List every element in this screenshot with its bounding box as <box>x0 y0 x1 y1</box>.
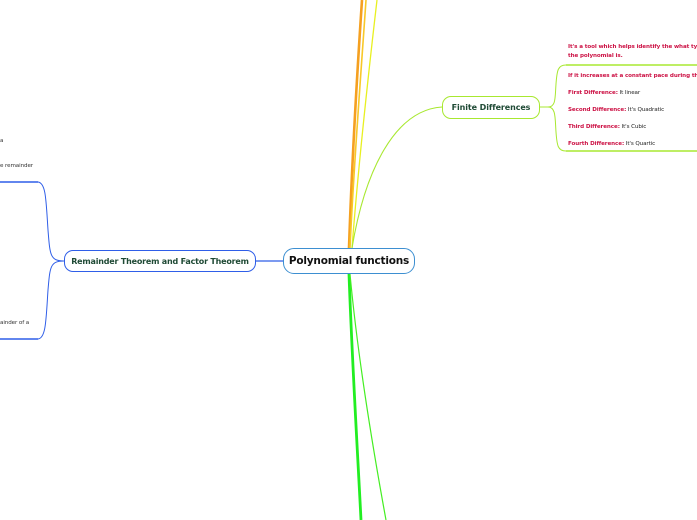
finite-leaf-constant-pace[interactable]: If it increases at a constant pace durin… <box>568 73 697 79</box>
finite-leaf-definition-line1[interactable]: It's a tool which helps identify the wha… <box>568 44 697 50</box>
fourth-difference-value: It's Quartic <box>624 141 656 147</box>
second-difference-key: Second Difference: <box>568 107 627 113</box>
finite-differences-node[interactable]: Finite Differences <box>442 96 540 119</box>
central-topic-node[interactable]: Polynomial functions <box>283 248 415 274</box>
third-difference-key: Third Difference: <box>568 124 620 130</box>
finite-leaf-second-difference[interactable]: Second Difference: It's Quadratic <box>568 106 664 114</box>
second-difference-value: It's Quadratic <box>626 107 665 113</box>
finite-leaf-first-difference[interactable]: First Difference: It linear <box>568 89 640 97</box>
third-difference-value: It's Cubic <box>619 124 647 130</box>
central-topic-label: Polynomial functions <box>288 255 410 267</box>
remainder-leaf-1[interactable]: a <box>0 138 4 144</box>
finite-leaf-third-difference[interactable]: Third Difference: It's Cubic <box>568 123 646 131</box>
fourth-difference-key: Fourth Difference: <box>568 141 625 147</box>
remainder-theorem-node[interactable]: Remainder Theorem and Factor Theorem <box>64 250 256 272</box>
remainder-leaf-2[interactable]: e remainder <box>0 163 34 169</box>
finite-differences-label: Finite Differences <box>451 103 531 112</box>
remainder-leaf-3[interactable]: ainder of a <box>0 320 30 326</box>
first-difference-key: First Difference: <box>568 90 618 96</box>
first-difference-value: It linear <box>617 90 641 96</box>
finite-leaf-definition-line2[interactable]: the polynomial is. <box>568 53 623 59</box>
remainder-theorem-label: Remainder Theorem and Factor Theorem <box>71 256 249 266</box>
finite-leaf-fourth-difference[interactable]: Fourth Difference: It's Quartic <box>568 140 655 148</box>
